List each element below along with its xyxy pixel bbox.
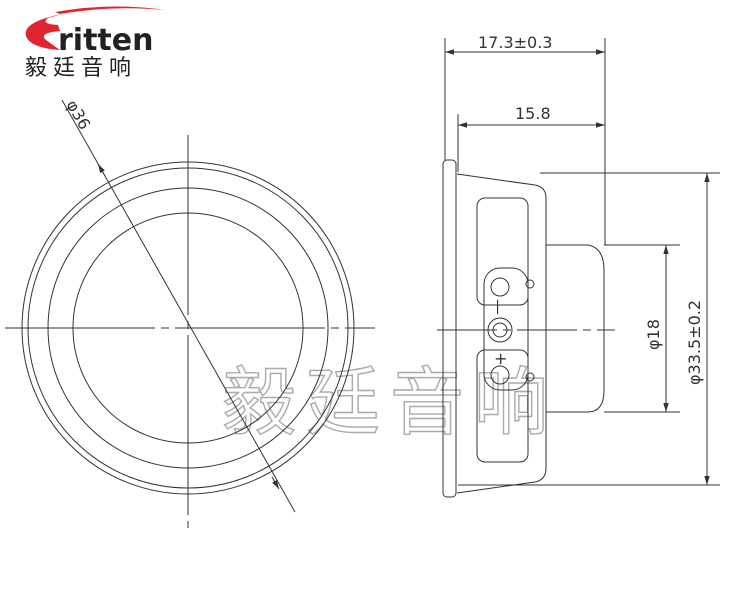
logo-swoosh <box>55 6 165 14</box>
flange <box>442 159 457 498</box>
terminal-minus-hole <box>525 279 535 289</box>
arrow-top <box>97 163 106 177</box>
terminal-minus-label: — <box>489 299 508 315</box>
logo-chinese-text: 毅廷音响 <box>25 56 137 81</box>
terminal-plate <box>483 267 529 391</box>
terminal-plus-label: + <box>494 349 507 368</box>
watermark: 毅廷音响 <box>222 360 558 446</box>
basket <box>456 173 547 494</box>
side-view: — + 17.3±0.3 15.8 φ18 φ33.5±0.2 <box>437 33 720 498</box>
front-view: φ36 <box>5 97 375 528</box>
diameter-36-label: φ36 <box>63 97 95 133</box>
brand-logo: ritten 毅廷音响 <box>25 6 165 81</box>
basket-depth-label: 15.8 <box>515 104 551 123</box>
total-depth-label: 17.3±0.3 <box>478 33 552 52</box>
terminal-plus-lug <box>490 365 510 385</box>
window-top <box>476 197 529 306</box>
terminal-minus-lug <box>490 277 510 297</box>
terminal-plus-hole <box>525 372 535 382</box>
magnet-diameter-label: φ18 <box>644 319 663 350</box>
logo-brand-text: ritten <box>58 23 153 58</box>
logo-e-mark <box>25 14 62 50</box>
outer-diameter-label: φ33.5±0.2 <box>685 300 704 385</box>
window-bottom <box>476 349 529 463</box>
arrow-bottom <box>271 476 280 490</box>
